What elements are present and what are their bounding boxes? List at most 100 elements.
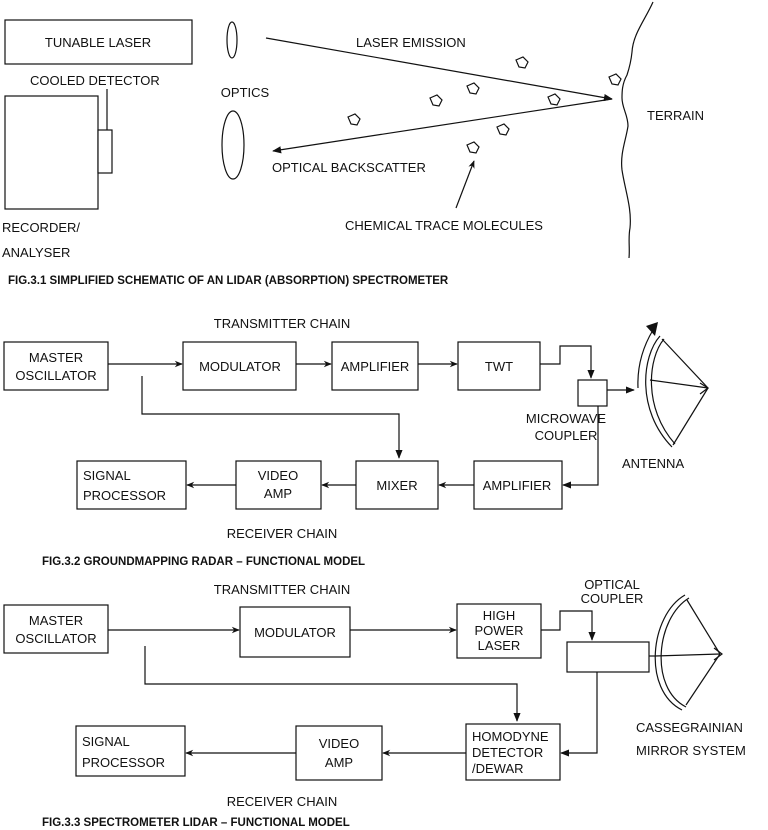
fig2-master-osc-line1: MASTER xyxy=(29,350,83,365)
arrow-osc-to-homodyne xyxy=(144,646,521,722)
antenna-dish-inner xyxy=(650,338,676,445)
fig2-twt-label: TWT xyxy=(485,359,513,374)
terrain-label: TERRAIN xyxy=(647,108,704,123)
recorder-analyser-box xyxy=(4,95,99,210)
fig2-mixer-label: MIXER xyxy=(376,478,417,493)
molecule xyxy=(515,56,529,69)
fig2-modulator-label: MODULATOR xyxy=(199,359,281,374)
fig2-twt-box xyxy=(457,341,541,391)
fig2-mixer-box xyxy=(355,460,439,510)
fig3-optical-coupler-line2: COUPLER xyxy=(581,591,644,606)
fig3-homodyne-detector-box xyxy=(465,723,561,781)
arrow-coupler-to-homodyne xyxy=(560,672,598,757)
fig3-mirror-line2: MIRROR SYSTEM xyxy=(636,743,746,758)
chemical-trace-label: CHEMICAL TRACE MOLECULES xyxy=(345,218,543,233)
antenna-rotation-arrowhead xyxy=(646,322,658,336)
fig2-connectors xyxy=(108,345,635,489)
fig1-caption: FIG.3.1 SIMPLIFIED SCHEMATIC OF AN LIDAR… xyxy=(8,275,449,287)
fig3-mirror-line1: CASSEGRAINIAN xyxy=(636,720,743,735)
molecule xyxy=(429,94,443,107)
molecule xyxy=(496,123,510,136)
optics-small-lens xyxy=(226,21,238,59)
fig2-rx-amplifier-label: AMPLIFIER xyxy=(483,478,552,493)
fig3-laser-line3: LASER xyxy=(478,638,521,653)
molecule xyxy=(608,73,622,86)
fig3-cassegrainian-mirror xyxy=(649,594,723,711)
fig3-homodyne-line2: DETECTOR xyxy=(472,745,543,760)
molecule xyxy=(466,82,480,95)
cooled-detector-label: COOLED DETECTOR xyxy=(30,73,160,88)
fig3-connectors xyxy=(108,610,598,757)
fig3-homodyne-line3: /DEWAR xyxy=(472,761,524,776)
fig3-video-amp-box xyxy=(295,725,383,781)
fig2-tx-amplifier-label: AMPLIFIER xyxy=(341,359,410,374)
molecule xyxy=(547,93,561,106)
mirror-strut xyxy=(654,653,721,657)
terrain-profile xyxy=(621,1,654,259)
fig2-video-amp-box xyxy=(235,460,322,510)
fig3-signal-proc-line1: SIGNAL xyxy=(82,734,130,749)
fig1-lidar-schematic: TUNABLE LASER COOLED DETECTOR RECORDER/ … xyxy=(2,1,704,287)
fig2-video-amp-line2: AMP xyxy=(264,486,292,501)
fig3-homodyne-line1: HOMODYNE xyxy=(472,729,549,744)
fig3-video-amp-line1: VIDEO xyxy=(319,736,359,751)
fig2-signal-proc-line2: PROCESSOR xyxy=(83,488,166,503)
optics-label: OPTICS xyxy=(221,85,270,100)
fig3-master-osc-line2: OSCILLATOR xyxy=(15,631,96,646)
antenna-rotation-arc xyxy=(637,329,654,389)
mirror-secondary xyxy=(713,647,723,661)
fig2-signal-proc-line1: SIGNAL xyxy=(83,468,131,483)
fig2-signal-processor-box xyxy=(76,460,187,510)
fig3-signal-processor-box xyxy=(75,725,186,777)
laser-emission-label: LASER EMISSION xyxy=(356,35,466,50)
antenna-feed xyxy=(699,382,710,395)
mirror-strut xyxy=(685,653,721,706)
recorder-label-line1: RECORDER/ xyxy=(2,220,80,235)
laser-emission-arrow xyxy=(265,37,613,102)
fig3-caption: FIG.3.3 SPECTROMETER LIDAR – FUNCTIONAL … xyxy=(42,817,350,829)
fig2-master-oscillator-box xyxy=(3,341,109,391)
molecule xyxy=(466,141,480,154)
fig3-spectrometer-lidar-model: TRANSMITTER CHAIN OPTICAL COUPLER MASTER… xyxy=(3,577,746,829)
fig2-coupler-line1: MICROWAVE xyxy=(526,411,606,426)
fig3-modulator-box xyxy=(239,606,351,658)
fig3-laser-line2: POWER xyxy=(474,623,523,638)
fig2-receiver-chain-label: RECEIVER CHAIN xyxy=(227,526,338,541)
trace-molecules xyxy=(347,56,622,154)
fig3-laser-line1: HIGH xyxy=(483,608,516,623)
fig3-optical-coupler-line1: OPTICAL xyxy=(584,577,640,592)
chemical-trace-pointer xyxy=(455,160,475,209)
antenna-dish-outer xyxy=(645,335,673,448)
tunable-laser-box xyxy=(4,19,193,65)
fig3-signal-proc-line2: PROCESSOR xyxy=(82,755,165,770)
fig2-tx-amplifier-box xyxy=(331,341,419,391)
cooled-detector-box xyxy=(97,129,113,174)
fig2-rx-amplifier-box xyxy=(473,460,563,510)
fig3-receiver-chain-label: RECEIVER CHAIN xyxy=(227,794,338,809)
fig3-video-amp-line2: AMP xyxy=(325,755,353,770)
recorder-label-line2: ANALYSER xyxy=(2,245,70,260)
fig3-master-oscillator-box xyxy=(3,604,109,654)
optical-backscatter-label: OPTICAL BACKSCATTER xyxy=(272,160,426,175)
arrow-osc-to-mixer xyxy=(141,376,403,459)
fig2-master-osc-line2: OSCILLATOR xyxy=(15,368,96,383)
fig2-video-amp-line1: VIDEO xyxy=(258,468,298,483)
mirror-strut xyxy=(686,599,721,655)
fig2-microwave-coupler-box xyxy=(577,379,608,407)
fig2-radar-model: TRANSMITTER CHAIN MASTER OSCILLATOR MODU… xyxy=(3,316,710,568)
mirror-dish-inner xyxy=(660,597,690,708)
tunable-laser-label: TUNABLE LASER xyxy=(45,35,151,50)
fig3-high-power-laser-box xyxy=(456,603,542,659)
fig2-transmitter-chain-label: TRANSMITTER CHAIN xyxy=(214,316,351,331)
arrow-laser-to-coupler xyxy=(541,610,596,641)
optics-large-lens xyxy=(221,110,245,180)
fig2-coupler-line2: COUPLER xyxy=(535,428,598,443)
mirror-dish-outer xyxy=(654,594,686,711)
fig2-antenna-label: ANTENNA xyxy=(622,456,684,471)
arrow-coupler-to-rx-amplifier xyxy=(562,406,599,489)
molecule xyxy=(347,113,361,126)
antenna-strut xyxy=(672,387,709,446)
fig3-modulator-label: MODULATOR xyxy=(254,625,336,640)
fig3-master-osc-line1: MASTER xyxy=(29,613,83,628)
